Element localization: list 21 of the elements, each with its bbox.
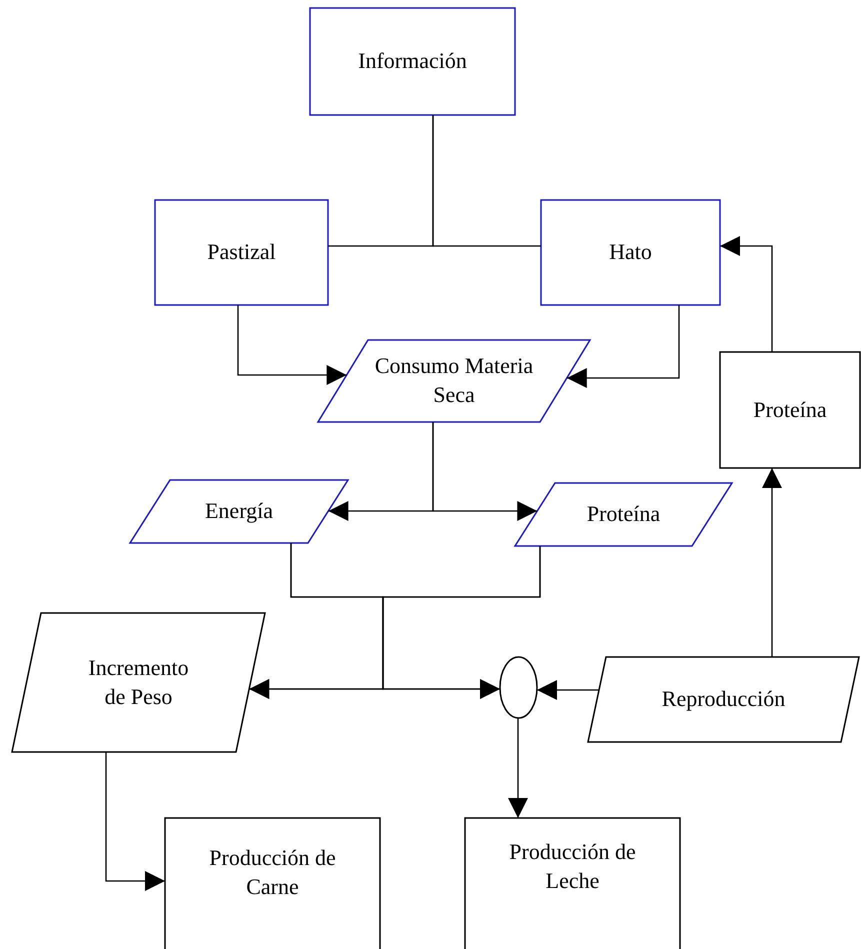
arrow <box>537 680 599 700</box>
node-label: Incremento de Peso <box>87 654 190 710</box>
node-label: Hato <box>609 238 652 266</box>
node-label: Energía <box>204 497 273 526</box>
arrow <box>508 718 528 818</box>
arrow <box>566 305 680 388</box>
node-label: Información <box>358 47 467 76</box>
connector-line <box>432 115 541 247</box>
node-label: Proteína <box>753 396 827 424</box>
node-label: Producción de Carne <box>208 844 337 901</box>
node-label: Producción de Leche <box>508 838 637 895</box>
node-label: Pastizal <box>207 238 276 266</box>
arrow <box>105 752 165 891</box>
arrow <box>432 422 538 521</box>
arrow <box>382 546 541 699</box>
node-label: Proteína <box>586 500 660 528</box>
arrow <box>237 305 347 385</box>
node-label: Consumo Materia Seca <box>374 352 534 409</box>
node-label: Reproducción <box>662 685 786 714</box>
arrow <box>762 468 782 657</box>
arrow <box>720 236 773 352</box>
